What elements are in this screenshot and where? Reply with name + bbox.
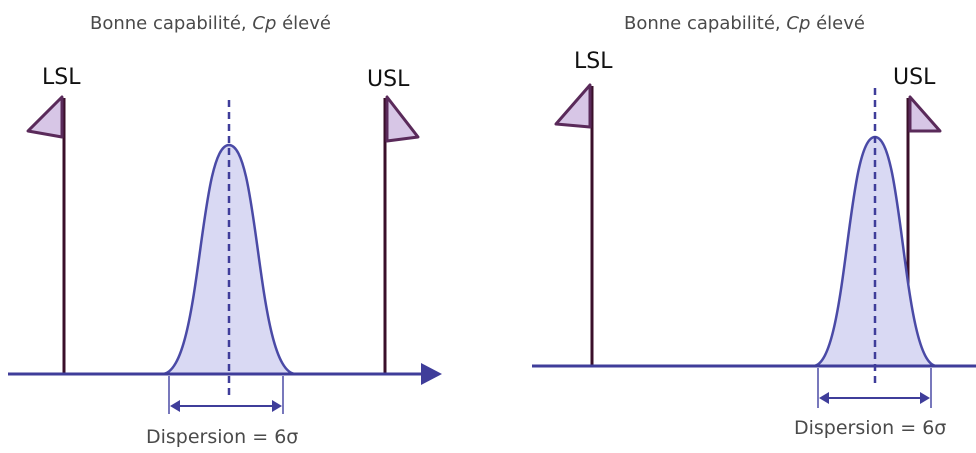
lsl-flag-icon <box>554 83 592 129</box>
panel-right: Bonne capabilité, Cp élevé LSL USL Dispe… <box>488 0 976 453</box>
lsl-flag-icon <box>26 95 64 139</box>
panel-title: Bonne capabilité, Cp élevé <box>624 13 865 34</box>
panel-left: Bonne capabilité, Cp élevé LSL USL Dispe… <box>8 13 442 448</box>
lsl-label: LSL <box>42 65 81 90</box>
axis-arrow-icon <box>421 363 442 385</box>
panel-title: Bonne capabilité, Cp élevé <box>90 13 331 34</box>
dispersion-arrowhead-right-icon <box>272 400 282 412</box>
usl-label: USL <box>367 67 410 92</box>
dispersion-label: Dispersion = 6σ <box>146 426 298 448</box>
usl-flag-icon <box>385 95 420 143</box>
usl-flag-icon <box>908 95 942 133</box>
usl-label: USL <box>893 65 936 90</box>
capability-diagram-right: Bonne capabilité, Cp élevé LSL USL Dispe… <box>532 13 976 439</box>
dispersion-arrowhead-left-icon <box>170 400 180 412</box>
dispersion-arrowhead-left-icon <box>819 392 829 404</box>
capability-diagram-left: Bonne capabilité, Cp élevé LSL USL Dispe… <box>8 13 442 448</box>
dispersion-arrowhead-right-icon <box>920 392 930 404</box>
lsl-label: LSL <box>574 49 613 74</box>
dispersion-label: Dispersion = 6σ <box>794 417 946 439</box>
